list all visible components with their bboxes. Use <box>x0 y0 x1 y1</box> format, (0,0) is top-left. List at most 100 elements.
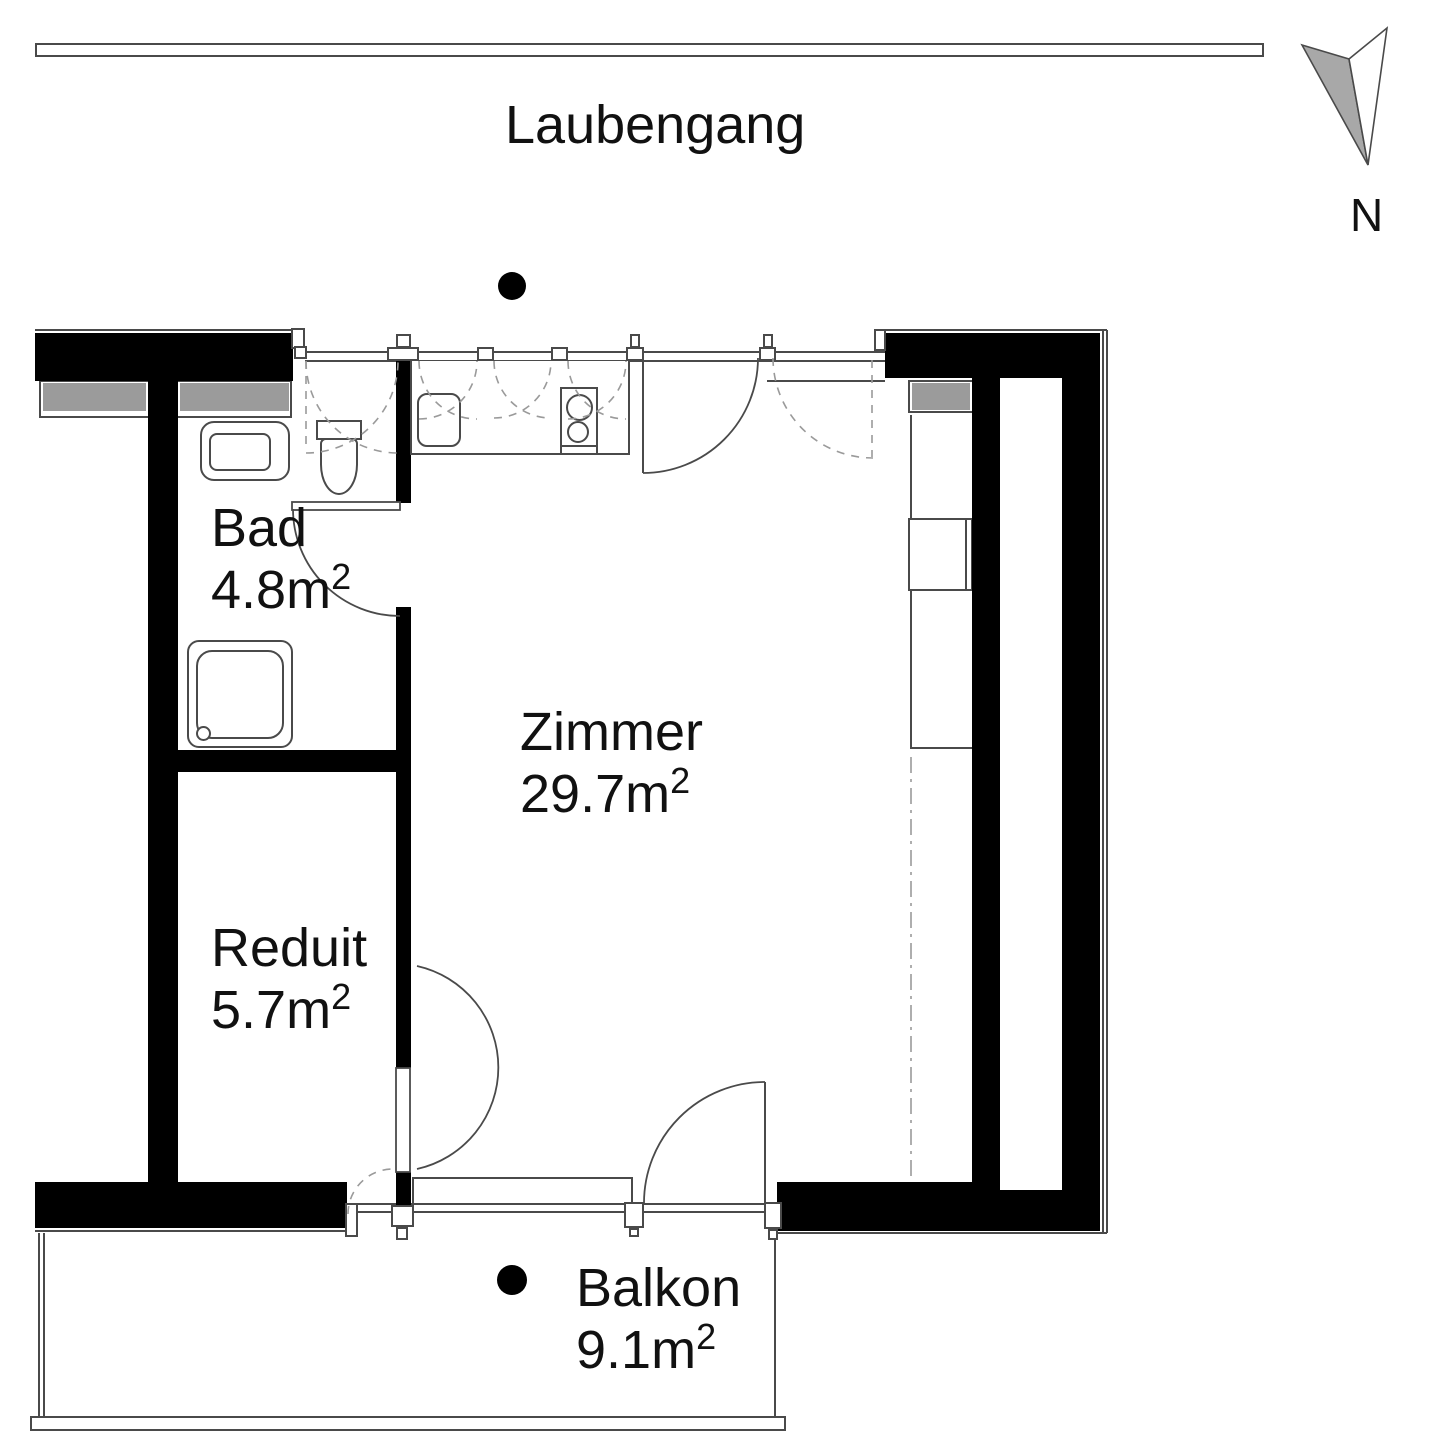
reference-dot-bottom <box>497 1265 527 1295</box>
wall-left <box>148 381 178 1182</box>
mullion-3 <box>551 347 568 361</box>
balcony-right-edge <box>774 1235 776 1416</box>
room-area-sup-reduit: 2 <box>331 976 352 1017</box>
balcony-window-dashed-arc <box>347 1168 394 1215</box>
mullion-4 <box>626 347 644 361</box>
room-name-balkon: Balkon <box>576 1258 742 1318</box>
reduit-door-leaf <box>395 1067 411 1173</box>
wall-reduit-right <box>396 772 411 1068</box>
corridor-label: Laubengang <box>505 94 805 156</box>
wall-bad-reduit-divider <box>178 750 411 772</box>
mullion-1-stub <box>396 334 411 348</box>
balcony-window-band-2 <box>357 1211 765 1213</box>
wall-top-left <box>35 333 293 381</box>
kitchen-window-dashed-arc-2b <box>493 360 552 419</box>
balcony-window-sill-right <box>631 1177 633 1203</box>
balcony-window-sill-top <box>412 1177 633 1179</box>
mullion-b1 <box>391 1205 414 1227</box>
wall-bath-right-lower <box>396 607 411 750</box>
outline-bottom-left <box>35 1230 347 1232</box>
room-area-sup-balkon: 2 <box>696 1316 717 1357</box>
reduit-door-arc <box>416 965 500 1170</box>
bath-window-dashed-arc-2 <box>305 360 399 454</box>
outline-top-left <box>35 329 298 331</box>
niche-partition-bottom <box>910 747 972 749</box>
kitchen-sink <box>417 393 461 447</box>
room-area-sup-bad: 2 <box>331 556 352 597</box>
kitchen-window-dashed-arc-1b <box>418 360 478 420</box>
outline-right-2 <box>1106 330 1108 1233</box>
wall-top-right <box>885 333 1100 378</box>
room-name-reduit: Reduit <box>211 918 368 978</box>
mullion-4-stub <box>630 334 640 348</box>
stove-burner-small <box>567 421 589 443</box>
mullion-b1-stub <box>396 1227 408 1240</box>
wall-bottom-right <box>777 1182 1100 1231</box>
reference-dot-top <box>498 272 526 300</box>
room-area-balkon: 9.1m <box>576 1320 697 1380</box>
frame-cap-top-right <box>874 329 886 351</box>
sill-gray-right <box>912 383 970 410</box>
entry-sill-line <box>767 380 885 382</box>
balcony-left-edge-2 <box>43 1233 45 1416</box>
bath-door-arc <box>292 508 401 617</box>
cupboard-inner-edge <box>965 518 967 591</box>
kitchen-window-dashed-arc-3b <box>567 360 627 420</box>
mullion-2 <box>477 347 494 361</box>
mullion-5-stub <box>763 334 773 348</box>
mullion-1 <box>387 347 419 361</box>
mullion-b3-stub <box>768 1229 778 1240</box>
wall-bottom-left <box>35 1182 347 1228</box>
mullion-5 <box>759 347 776 361</box>
outline-top-right <box>885 329 1107 331</box>
balcony-window-band-1 <box>357 1203 765 1205</box>
bath-window-dashed-arc-1 <box>305 360 399 454</box>
stove-front-band <box>560 445 598 455</box>
shower-drain <box>196 726 211 741</box>
room-label-zimmer: Zimmer 29.7m2 <box>520 701 703 825</box>
bath-sink-basin <box>209 433 271 471</box>
built-in-cupboard <box>908 518 973 591</box>
kitchen-window-dashed-arc-2a <box>493 360 552 419</box>
compass-label-text: N <box>1350 189 1384 241</box>
room-area-bad: 4.8m <box>211 560 332 620</box>
balcony-bottom-cap-right <box>784 1416 786 1431</box>
balcony-left-edge-1 <box>38 1233 40 1416</box>
wall-right-column-outer <box>1062 378 1100 1182</box>
outline-bottom-right <box>777 1232 1107 1234</box>
corridor-label-text: Laubengang <box>505 95 806 155</box>
room-area-reduit: 5.7m <box>211 980 332 1040</box>
balcony-window-sill-left <box>412 1177 414 1203</box>
outline-right-1 <box>1102 330 1104 1233</box>
kitchen-window-dashed-arc-1a <box>418 360 478 420</box>
balcony-bottom-cap-left <box>30 1416 32 1431</box>
sill-gray-left-b <box>180 383 289 411</box>
room-label-balkon: Balkon 9.1m2 <box>576 1257 741 1381</box>
mullion-b2 <box>624 1202 644 1228</box>
room-name-bad: Bad <box>211 498 308 558</box>
room-area-sup-zimmer: 2 <box>670 760 691 801</box>
entry-door-arc <box>642 357 759 474</box>
shower-tray-inner <box>196 650 284 739</box>
window-band-top-line-1 <box>305 351 885 353</box>
bath-door-leaf <box>291 501 401 511</box>
entry-dashed-arc <box>772 357 874 459</box>
balcony-bottom-edge-1 <box>30 1416 786 1418</box>
room-label-bad: Bad 4.8m2 <box>211 497 351 621</box>
north-arrow-icon-right <box>1348 26 1389 166</box>
room-area-zimmer: 29.7m <box>520 764 671 824</box>
balcony-bottom-edge-2 <box>30 1429 786 1431</box>
wall-reduit-door-post <box>396 1172 411 1205</box>
frame-cap-top-left-b <box>294 346 307 359</box>
mullion-b2-stub <box>629 1228 639 1237</box>
wall-bath-right-upper <box>396 358 411 503</box>
corridor-walkway-strip <box>35 43 1264 57</box>
room-label-reduit: Reduit 5.7m2 <box>211 917 367 1041</box>
room-name-zimmer: Zimmer <box>520 702 703 762</box>
wall-right-column-inner <box>972 378 1000 1182</box>
mullion-b3 <box>764 1202 782 1229</box>
kitchen-window-dashed-arc-3a <box>567 360 627 420</box>
wall-slot-end <box>1000 1182 1062 1190</box>
